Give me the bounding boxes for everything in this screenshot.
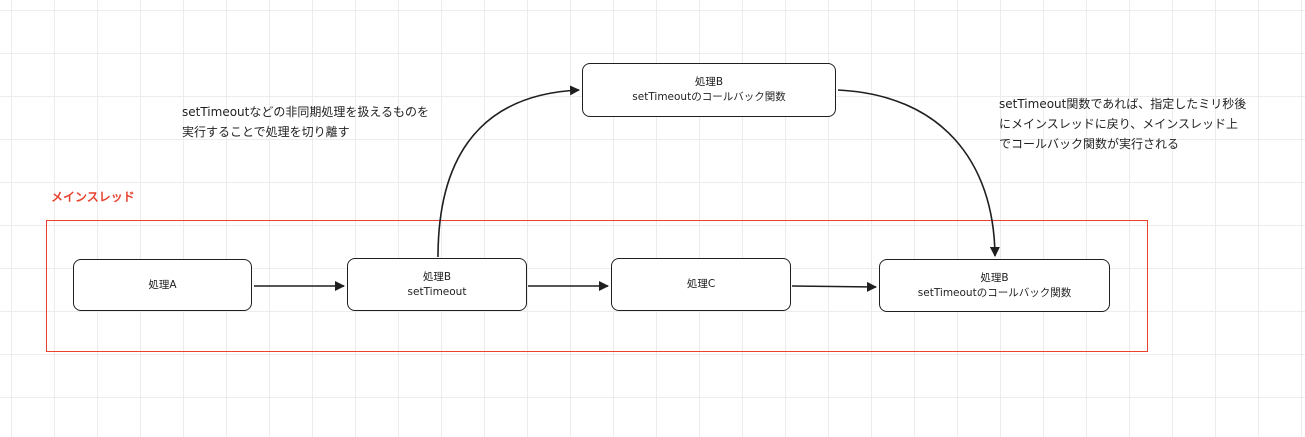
process-b-settimeout-subtitle: setTimeout xyxy=(407,285,467,298)
process-a-label: 処理A xyxy=(148,278,177,291)
process-a-node[interactable]: 処理A xyxy=(73,259,252,311)
edge-async-callback-to-main-callback xyxy=(837,89,1000,257)
return-note-line-2: にメインスレッドに戻り、メインスレッド上 xyxy=(999,117,1239,131)
main-thread-lane-label: メインスレッド xyxy=(51,190,135,204)
async-note: setTimeoutなどの非同期処理を扱えるものを 実行することで処理を切り離す xyxy=(182,102,429,142)
process-b-callback-async-title: 処理B xyxy=(694,76,724,88)
process-b-callback-async-node[interactable]: 処理B setTimeoutのコールバック関数 xyxy=(582,63,836,117)
main-thread-lane xyxy=(46,220,1148,352)
process-b-settimeout-title: 処理B xyxy=(422,270,452,283)
process-b-callback-async-subtitle: setTimeoutのコールバック関数 xyxy=(632,91,786,103)
process-c-node[interactable]: 処理C xyxy=(611,258,791,311)
async-note-line-1: setTimeoutなどの非同期処理を扱えるものを xyxy=(182,105,430,119)
process-b-callback-main-subtitle: setTimeoutのコールバック関数 xyxy=(917,286,1072,299)
return-note-line-1: setTimeout関数であれば、指定したミリ秒後 xyxy=(999,97,1247,111)
process-b-callback-main-node[interactable]: 処理B setTimeoutのコールバック関数 xyxy=(879,259,1110,312)
return-note: setTimeout関数であれば、指定したミリ秒後 にメインスレッドに戻り、メイ… xyxy=(999,94,1246,154)
process-b-settimeout-node[interactable]: 処理B setTimeout xyxy=(347,258,527,311)
process-c-label: 処理C xyxy=(686,278,716,290)
edge-c-to-callback xyxy=(791,281,877,292)
edge-settimeout-to-async-callback xyxy=(437,85,580,258)
async-note-line-2: 実行することで処理を切り離す xyxy=(182,125,350,139)
return-note-line-3: でコールバック関数が実行される xyxy=(999,137,1180,151)
process-b-callback-main-title: 処理B xyxy=(980,271,1009,284)
